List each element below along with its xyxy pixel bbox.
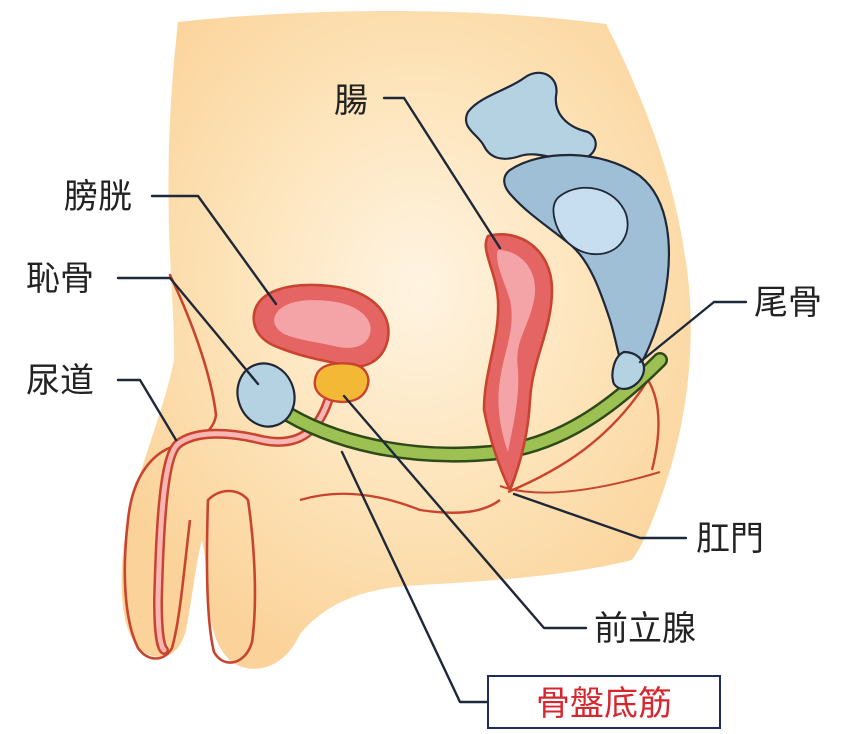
leader-intestine [382, 96, 502, 250]
leader-anus [512, 492, 688, 540]
rectum-inner [497, 250, 536, 452]
leader-pelvic-floor [340, 450, 490, 704]
leader-prostate [342, 394, 588, 630]
sacrum-top [465, 71, 597, 162]
label-intestine: 腸 [334, 81, 368, 121]
urethra-inner [155, 392, 333, 653]
sacrum-inner [552, 187, 629, 255]
label-prostate: 前立腺 [594, 609, 696, 649]
penis-outline [123, 442, 192, 660]
leader-urethra [116, 378, 178, 442]
bladder-inner [274, 300, 371, 348]
label-bladder: 膀胱 [64, 177, 132, 217]
pubic-bone [236, 362, 296, 428]
label-pelvic-floor: 骨盤底筋 [536, 684, 672, 724]
label-urethra: 尿道 [26, 361, 94, 401]
buttock-lower-outline [499, 471, 661, 494]
label-anus: 肛門 [696, 519, 764, 559]
leader-pubic-bone [116, 276, 260, 386]
pelvic-floor-label-box [487, 675, 721, 729]
prostate [313, 362, 370, 404]
leader-bladder [150, 194, 278, 306]
scrotum-outline [205, 489, 257, 664]
leader-coccyx [638, 300, 748, 364]
label-coccyx: 尾骨 [754, 283, 822, 323]
label-pubic-bone: 恥骨 [26, 259, 94, 299]
buttock-outline [507, 377, 660, 494]
perineum-outline [299, 492, 501, 514]
